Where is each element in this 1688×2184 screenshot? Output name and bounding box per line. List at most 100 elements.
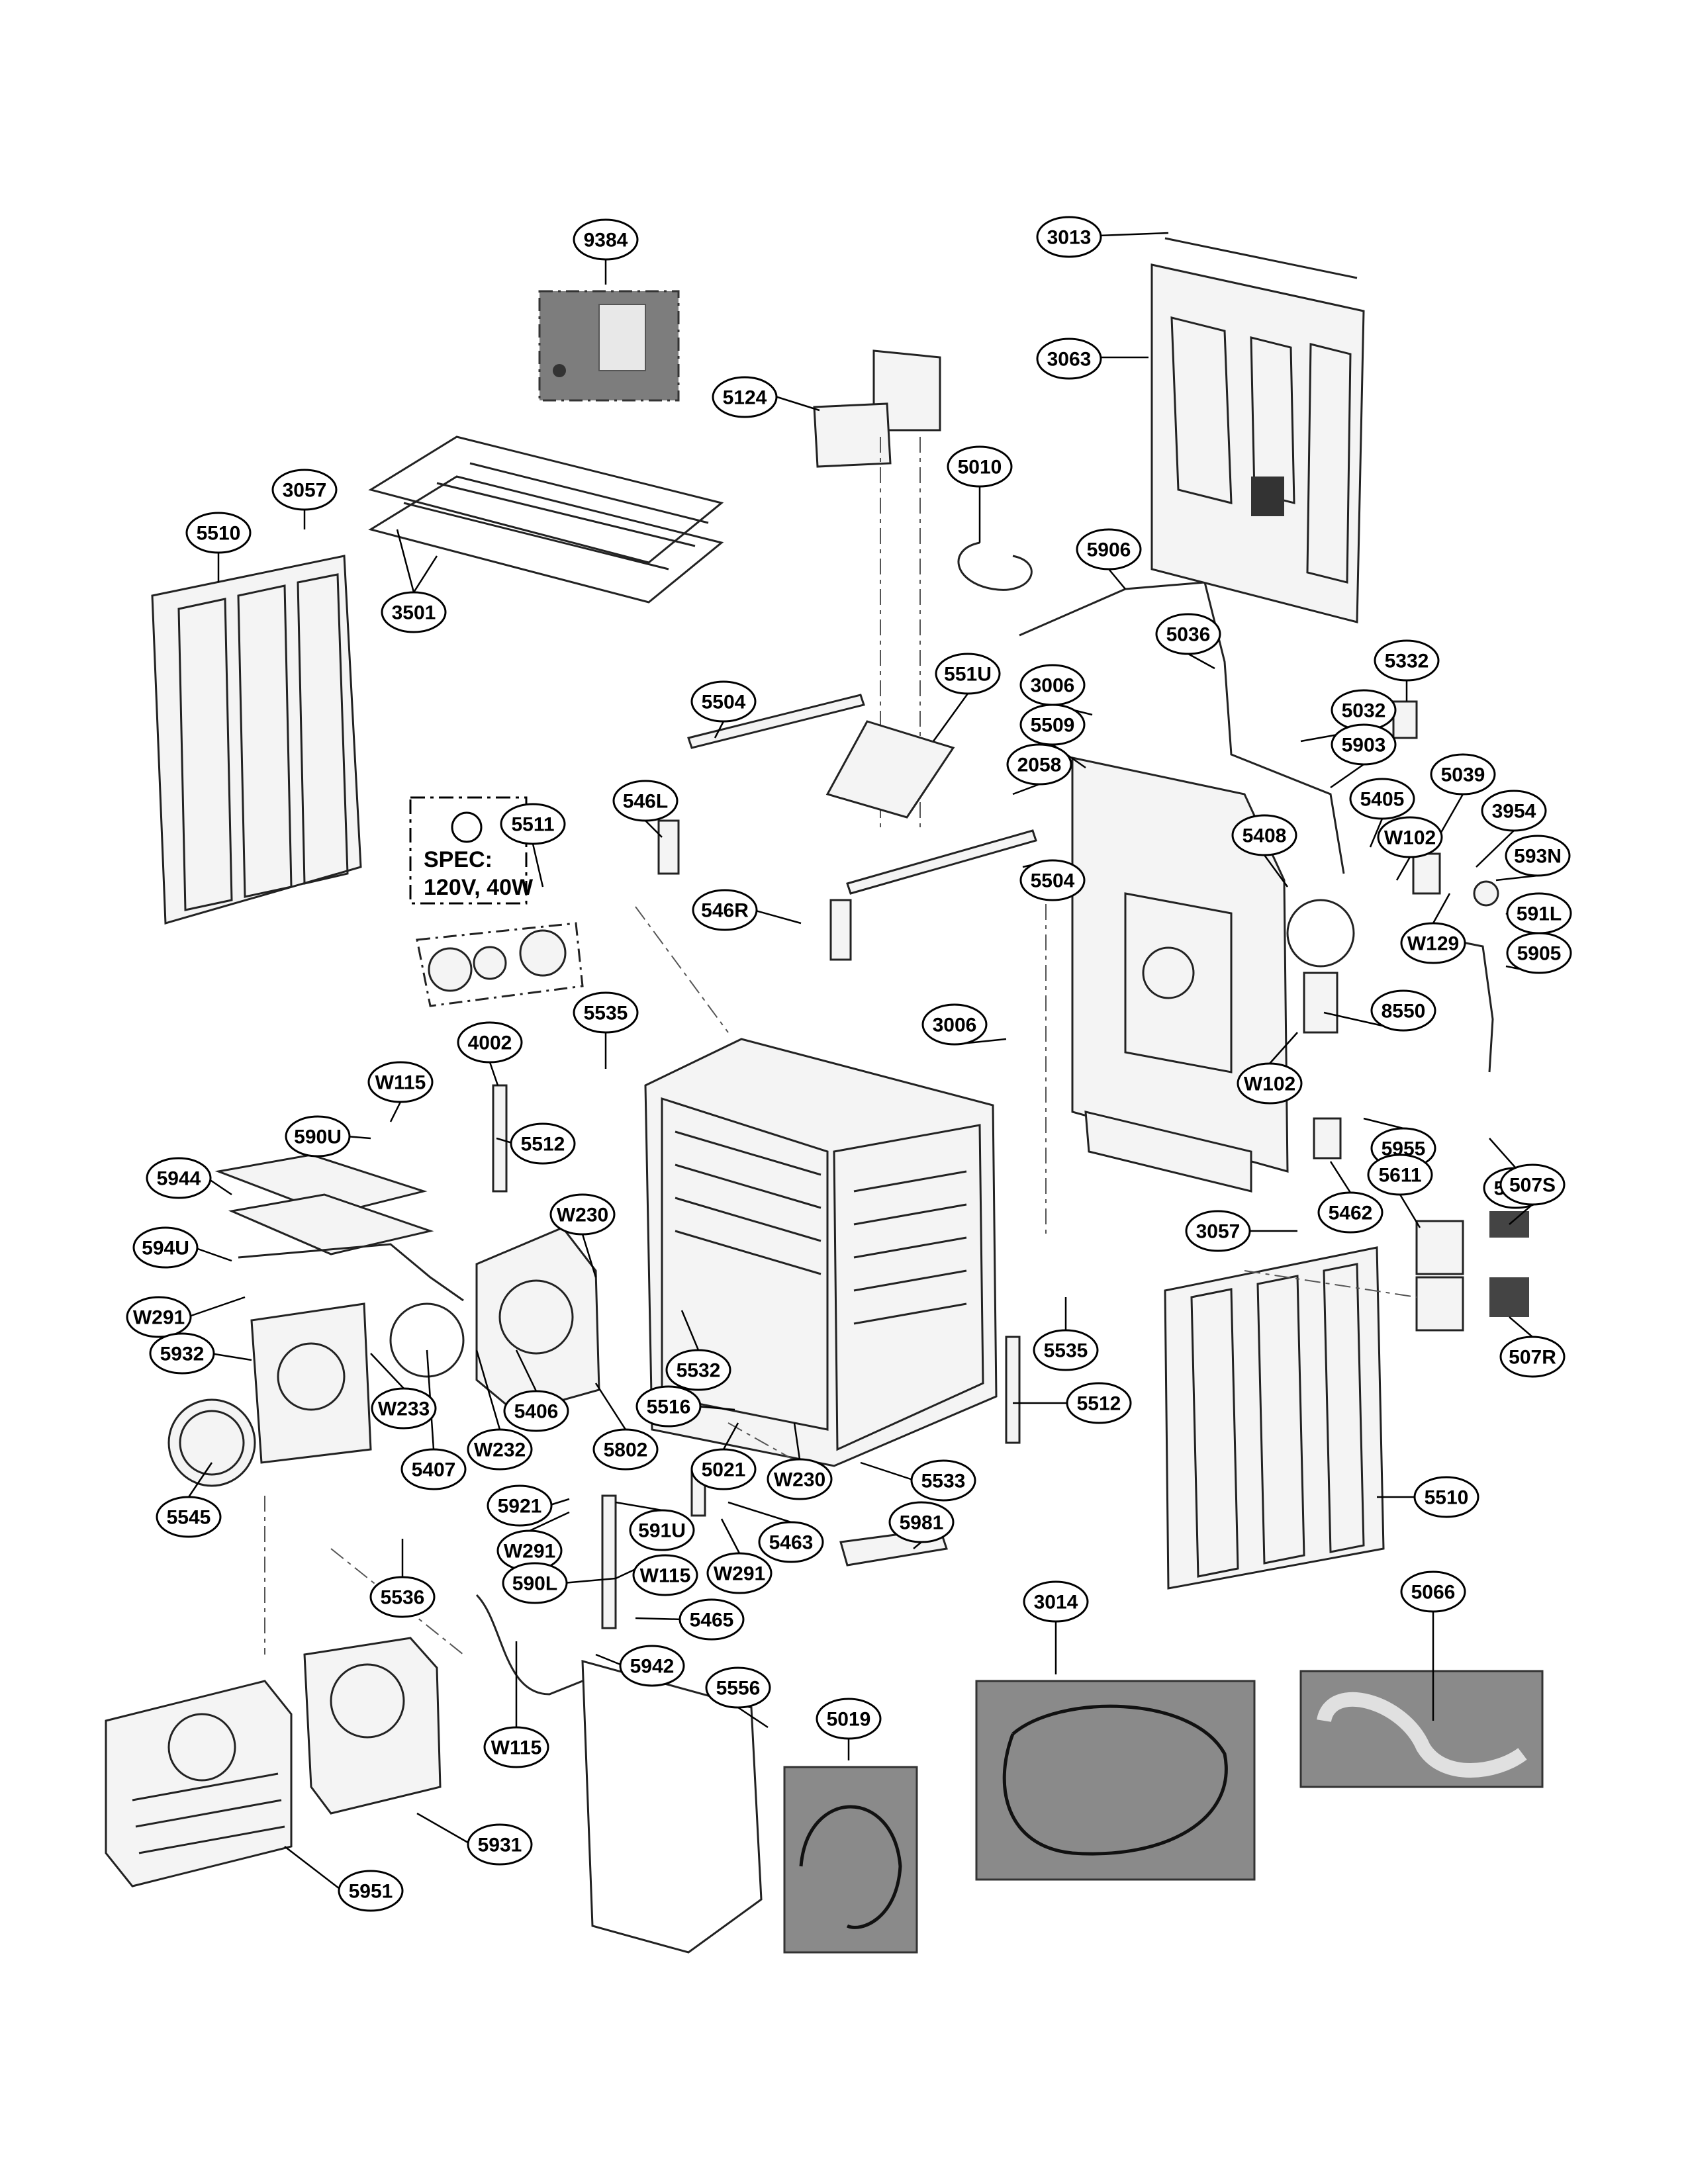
callout-oval [1076,528,1142,570]
part-photo-3014 [975,1680,1256,1881]
back-wall-assembly [1071,756,1355,1193]
part-callout-3013: 3013 [1036,216,1102,258]
part-callout-w115: W115 [367,1061,434,1103]
leader-line [1330,763,1364,789]
part-callout-5512: 5512 [510,1122,576,1165]
part-callout-w115: W115 [632,1554,698,1596]
callout-number: 5512 [1077,1393,1121,1415]
callout-oval [1413,1476,1479,1518]
part-callout-5462: 5462 [1317,1191,1383,1234]
callout-oval [467,1428,533,1471]
callout-oval [758,1521,824,1563]
part-callout-w230: W230 [549,1193,616,1236]
part-callout-594u: 594U [132,1226,199,1269]
leader-line [615,1501,663,1512]
leader-line [193,1246,232,1262]
part-callout-5533: 5533 [910,1459,976,1502]
callout-number: W129 [1407,933,1459,955]
part-callout-5510: 5510 [185,512,252,554]
leader-line [932,693,969,742]
callout-number: W230 [774,1469,825,1491]
leader-line [416,1812,472,1846]
part-callout-591l: 591L [1506,892,1572,934]
part-callout-5465: 5465 [679,1598,745,1641]
callout-number: 5512 [521,1134,565,1156]
leader-line [793,1422,801,1460]
callout-number: 5406 [514,1401,559,1423]
callout-number: W291 [133,1307,185,1329]
callout-oval [381,591,447,633]
callout-oval [371,1387,437,1430]
callout-oval [692,889,758,931]
callout-number: 591L [1517,903,1562,925]
part-callout-5039: 5039 [1430,753,1496,796]
leader-line [1108,569,1126,590]
part-callout-3063: 3063 [1036,338,1102,380]
hinges [657,819,852,961]
leader-line [714,721,725,739]
part-callout-5931: 5931 [467,1823,533,1866]
callout-oval [338,1870,404,1912]
callout-oval [592,1428,659,1471]
leader-line [1269,1032,1298,1064]
part-callout-w102: W102 [1237,1062,1303,1105]
callout-oval [1505,835,1571,877]
leader-line [515,1349,538,1392]
leader-line [1509,1316,1533,1338]
callout-oval [619,1645,685,1687]
leader-line [187,1296,246,1318]
callout-oval [146,1157,212,1199]
callout-oval [1317,1191,1383,1234]
leader-line [370,1353,404,1389]
callout-oval [632,1554,698,1596]
callout-oval [126,1296,192,1338]
callout-number: 5921 [498,1496,542,1518]
part-callout-3057: 3057 [271,469,338,511]
left-side-panel [151,555,362,925]
leader-line [532,843,544,887]
part-callout-5407: 5407 [400,1448,467,1490]
callout-number: 5504 [1031,870,1075,892]
callout-number: 5533 [921,1471,966,1492]
callout-number: 5545 [167,1507,211,1529]
part-callout-507s: 507S [1499,1163,1566,1206]
callout-number: W232 [474,1439,526,1461]
callout-number: 546L [623,791,668,813]
callout-oval [921,1003,988,1046]
callout-oval [679,1598,745,1641]
part-callout-5463: 5463 [758,1521,824,1563]
part-callout-591u: 591U [629,1509,695,1551]
leader-line [773,394,820,412]
callout-oval [712,376,778,418]
callout-number: 594U [142,1238,189,1259]
callout-oval [1499,1336,1566,1378]
callout-number: 507R [1509,1347,1556,1369]
leader-line [207,1177,232,1196]
callout-oval [1400,922,1466,964]
leader-line [595,1653,624,1667]
part-callout-w230: W230 [767,1458,833,1500]
callout-oval [467,1823,533,1866]
callout-oval [1237,1062,1303,1105]
callout-number: 5516 [647,1396,691,1418]
callout-number: 5611 [1378,1165,1421,1187]
part-callout-5532: 5532 [665,1349,731,1391]
part-callout-5802: 5802 [592,1428,659,1471]
callout-number: 8550 [1382,1001,1426,1023]
callout-number: 5802 [604,1439,648,1461]
part-callout-593n: 593N [1505,835,1571,877]
leader-line [563,1577,616,1584]
callout-number: W291 [504,1541,555,1563]
callout-oval [149,1332,215,1375]
trim-strip-right [1005,1336,1021,1444]
callout-oval [1023,1580,1089,1623]
callout-oval [1367,1154,1433,1196]
leader-line [1363,1117,1404,1130]
callout-number: 5932 [160,1343,205,1365]
callout-oval [573,218,639,261]
leader-line [680,1310,700,1351]
callout-number: 5032 [1342,700,1386,722]
part-callout-5611: 5611 [1367,1154,1433,1196]
callout-oval [1033,1329,1099,1371]
leader-line [187,1462,213,1498]
